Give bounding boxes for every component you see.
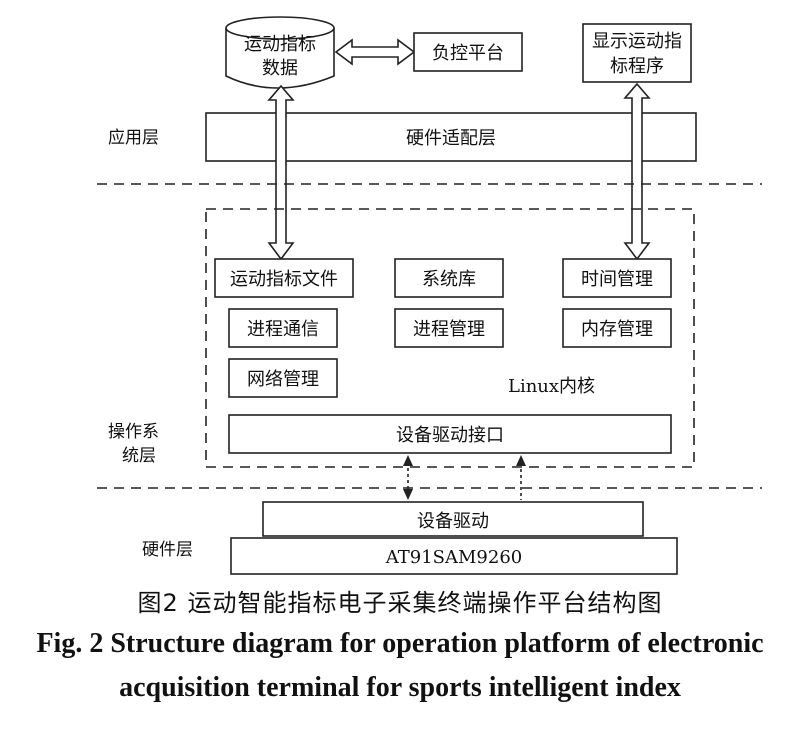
layer-label-hardware: 硬件层 bbox=[142, 540, 193, 560]
load-control-platform-box: 负控平台 bbox=[413, 32, 523, 72]
linux-kernel-region bbox=[205, 208, 695, 468]
hardware-adapter-layer-box bbox=[205, 112, 697, 162]
db-platform-double-arrow bbox=[334, 38, 416, 66]
load-platform-label: 负控平台 bbox=[432, 43, 504, 64]
system-library-box: 系统库 bbox=[394, 258, 504, 298]
time-mgmt-label: 时间管理 bbox=[581, 269, 653, 290]
memory-management-box: 内存管理 bbox=[562, 308, 672, 348]
process-mgmt-label: 进程管理 bbox=[413, 319, 485, 340]
layer-label-application: 应用层 bbox=[108, 128, 159, 148]
system-lib-label: 系统库 bbox=[422, 269, 476, 290]
process-comm-label: 进程通信 bbox=[247, 319, 319, 340]
layer-label-os-1: 操作系 bbox=[108, 422, 159, 442]
network-mgmt-label: 网络管理 bbox=[247, 369, 319, 390]
sports-db-label-2: 数据 bbox=[262, 58, 298, 79]
db-file-double-arrow bbox=[267, 84, 295, 261]
device-driver-label: 设备驱动 bbox=[417, 511, 489, 532]
display-time-double-arrow bbox=[623, 82, 651, 261]
driver-interface-up-arrow bbox=[516, 455, 526, 500]
figure-caption-chinese: 图2 运动智能指标电子采集终端操作平台结构图 bbox=[137, 589, 663, 617]
layer-label-os-2: 统层 bbox=[122, 446, 156, 466]
hardware-adapter-label: 硬件适配层 bbox=[406, 128, 496, 149]
device-driver-interface-box: 设备驱动接口 bbox=[228, 414, 672, 454]
chip-label: AT91SAM9260 bbox=[385, 547, 523, 568]
device-driver-box: 设备驱动 bbox=[262, 501, 644, 537]
architecture-diagram: 运动指标 数据 负控平台 显示运动指 标程序 应用层 硬件适配层 运动指标文件 bbox=[97, 16, 762, 575]
memory-mgmt-label: 内存管理 bbox=[581, 319, 653, 340]
display-program-label-2: 标程序 bbox=[610, 56, 664, 77]
interface-driver-bidirectional-arrow bbox=[403, 455, 413, 500]
linux-kernel-label: Linux内核 bbox=[508, 376, 595, 397]
figure-caption-english-line1: Fig. 2 Structure diagram for operation p… bbox=[36, 628, 764, 659]
sports-file-label: 运动指标文件 bbox=[230, 269, 338, 290]
process-management-box: 进程管理 bbox=[394, 308, 504, 348]
network-management-box: 网络管理 bbox=[228, 358, 338, 398]
sports-index-database: 运动指标 数据 bbox=[225, 16, 335, 89]
sports-index-file-box: 运动指标文件 bbox=[214, 258, 354, 298]
process-communication-box: 进程通信 bbox=[228, 308, 338, 348]
sports-db-label-1: 运动指标 bbox=[244, 34, 316, 55]
time-management-box: 时间管理 bbox=[562, 258, 672, 298]
figure-caption-english-line2: acquisition terminal for sports intellig… bbox=[119, 672, 681, 703]
display-program-box: 显示运动指 标程序 bbox=[582, 23, 692, 83]
chip-box: AT91SAM9260 bbox=[230, 537, 678, 575]
display-program-label-1: 显示运动指 bbox=[592, 31, 682, 52]
driver-interface-label: 设备驱动接口 bbox=[396, 425, 504, 446]
